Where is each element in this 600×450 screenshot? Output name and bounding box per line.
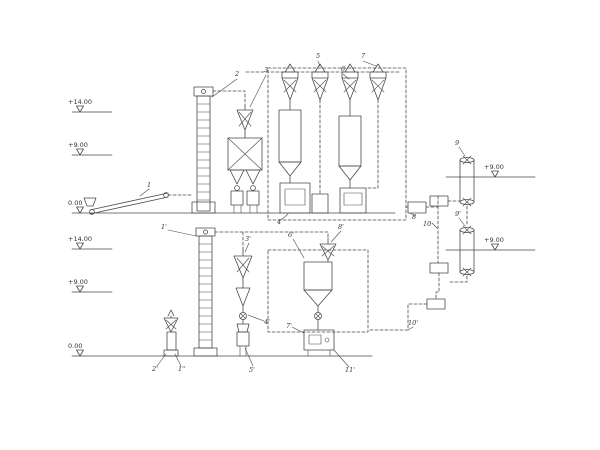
duct-to-lower-box bbox=[435, 272, 440, 300]
airlock-cylinder-9p: 9' bbox=[455, 210, 475, 277]
callout-11p: 11' bbox=[345, 366, 355, 374]
finished-hopper-6p: 6' bbox=[288, 231, 333, 313]
cyclone-d: 7 bbox=[361, 52, 387, 189]
callout-7: 7 bbox=[361, 52, 366, 60]
callout-4p: 4' bbox=[263, 318, 270, 326]
callout-1pp: 1'' bbox=[178, 365, 186, 373]
cyclone-c: 6 bbox=[341, 63, 359, 117]
callout-2: 2 bbox=[234, 70, 239, 78]
callout-8p: 8' bbox=[338, 223, 344, 231]
cyclone-a bbox=[281, 63, 299, 111]
intake-conveyor: 1 bbox=[83, 181, 193, 215]
callout-9: 9 bbox=[455, 139, 459, 147]
callout-9p: 9' bbox=[455, 210, 461, 218]
hopper-valve-7p: 7' bbox=[286, 312, 322, 334]
elevation-label: +9.00 bbox=[68, 141, 88, 149]
elevation-marker-14-top: +14.00 bbox=[68, 98, 113, 113]
callout-10: 10 bbox=[423, 220, 431, 228]
dust-box-lower: 10' bbox=[367, 298, 446, 331]
grinder-b bbox=[339, 187, 367, 214]
packer-11p: 11' bbox=[303, 329, 355, 374]
elevation-label: +9.00 bbox=[484, 236, 504, 244]
elevation-marker-0-bottom: 0.00 bbox=[68, 342, 373, 357]
callout-5p: 5' bbox=[249, 366, 255, 374]
bucket-elevator-main: 2 bbox=[191, 70, 239, 214]
small-cyclone-8p: 8' bbox=[319, 223, 344, 263]
callout-7p: 7' bbox=[286, 322, 292, 330]
elevation-marker-14-bottom: +14.00 bbox=[68, 235, 113, 250]
elevation-label: +9.00 bbox=[68, 278, 88, 286]
grinder-a: 4 bbox=[276, 182, 311, 226]
callout-4: 4 bbox=[276, 218, 281, 226]
dashed-boundary-top bbox=[267, 67, 407, 221]
fan-box-8: 8 bbox=[405, 195, 439, 221]
callout-1p: 1' bbox=[161, 223, 167, 231]
callout-6p: 6' bbox=[288, 231, 294, 239]
airlock-cylinder-9: 9 bbox=[455, 139, 475, 207]
sifter-machine bbox=[227, 137, 263, 214]
callout-10p: 10' bbox=[408, 319, 418, 327]
elevation-marker-9-right-lower: +9.00 bbox=[445, 236, 536, 251]
small-elevator-2p: 2' 1'' bbox=[151, 309, 186, 373]
rotary-valve-4p: 4' bbox=[239, 312, 270, 326]
elevation-marker-9-right-upper: +9.00 bbox=[445, 163, 536, 178]
bagging-stand-5p: 5' bbox=[236, 323, 255, 374]
callout-2p: 2' bbox=[151, 365, 158, 373]
callout-3p: 3' bbox=[245, 235, 251, 243]
bucket-elevator-lower: 1' bbox=[161, 223, 218, 357]
cyclone-b: 5 bbox=[311, 52, 329, 195]
lower-cyclone-3p: 3' bbox=[233, 235, 253, 313]
elevation-label: +14.00 bbox=[68, 98, 92, 106]
dashed-boundary-bottom bbox=[267, 249, 369, 333]
sifter-cyclone: 3 bbox=[212, 66, 268, 139]
airlock-box-mid bbox=[311, 193, 329, 214]
elevation-marker-9-bottom: +9.00 bbox=[68, 278, 113, 293]
elevation-label: 0.00 bbox=[68, 342, 82, 350]
surge-bin-a bbox=[278, 109, 302, 184]
elevation-label: +14.00 bbox=[68, 235, 92, 243]
dust-box-upper bbox=[429, 195, 461, 207]
callout-1: 1 bbox=[147, 181, 151, 189]
surge-bin-b bbox=[338, 115, 362, 189]
callout-6: 6 bbox=[341, 65, 345, 73]
callout-8: 8 bbox=[412, 213, 416, 221]
callout-5: 5 bbox=[316, 52, 320, 60]
callout-3: 3 bbox=[264, 66, 268, 74]
elevation-label: +9.00 bbox=[484, 163, 504, 171]
elevation-marker-9-top: +9.00 bbox=[68, 141, 113, 156]
lower-head-ducts bbox=[214, 231, 329, 251]
elevation-marker-0-top: 0.00 bbox=[68, 199, 396, 214]
elevation-label: 0.00 bbox=[68, 199, 82, 207]
